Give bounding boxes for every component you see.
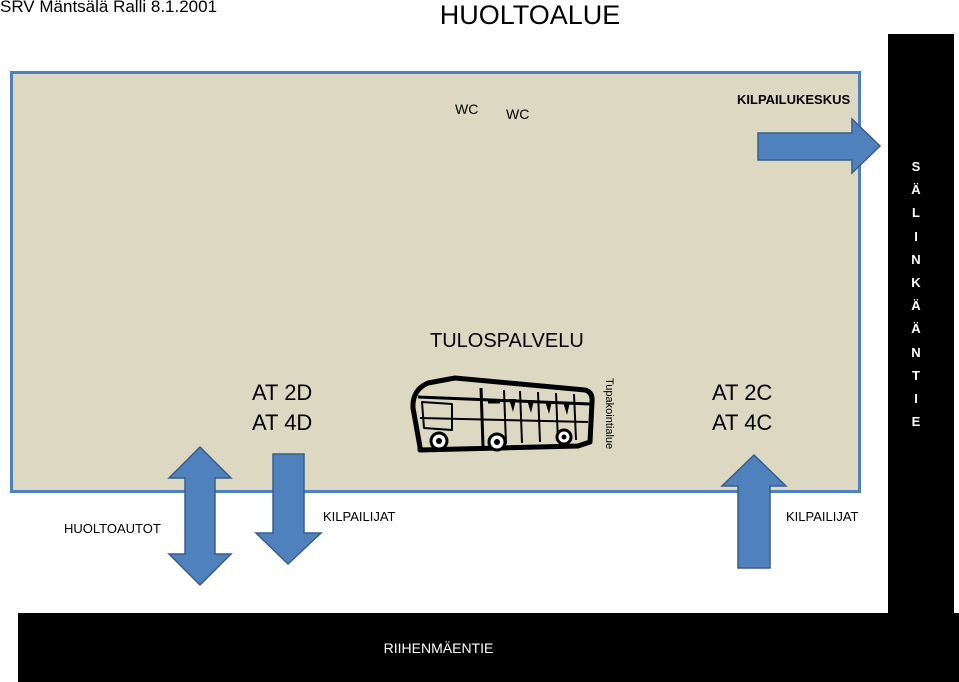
huoltoautot-label: HUOLTOAUTOT	[64, 521, 161, 536]
road-letter: Ä	[911, 182, 921, 198]
service-group-label: AT 2D	[252, 380, 313, 405]
service-group-left: AT 2D AT 4D	[252, 378, 312, 438]
service-area	[10, 71, 861, 493]
road-letter: I	[914, 391, 918, 407]
tulospalvelu-label: TULOSPALVELU	[430, 330, 584, 352]
road-letter: Ä	[911, 321, 921, 337]
road-letter: L	[912, 205, 920, 221]
kilpailijat-label: KILPAILIJAT	[323, 509, 396, 524]
arrow-down-icon	[254, 453, 323, 566]
road-riihenmaentie-label: RIIHENMÄENTIE	[383, 640, 494, 656]
road-salinkaantie	[888, 34, 954, 624]
arrow-right-icon	[757, 117, 882, 175]
kilpailijat-label: KILPAILIJAT	[786, 509, 859, 524]
arrow-updown-icon	[167, 445, 233, 587]
road-letter: N	[911, 251, 921, 267]
service-group-label: AT 4D	[252, 410, 313, 435]
service-group-right: AT 2C AT 4C	[712, 378, 772, 438]
service-group-label: AT 2C	[712, 380, 773, 405]
road-riihenmaentie	[18, 613, 959, 682]
road-salinkaantie-label: S Ä L I N K Ä Ä N T I E	[888, 155, 944, 433]
service-group-label: AT 4C	[712, 410, 773, 435]
bus-icon	[410, 375, 595, 453]
kilpailukeskus-label: KILPAILUKESKUS	[737, 92, 851, 107]
wc-label: WC	[455, 101, 479, 117]
main-title: HUOLTOALUE	[439, 0, 621, 30]
road-letter: N	[911, 344, 921, 360]
wc-label: WC	[506, 106, 530, 122]
road-letter: S	[911, 159, 921, 174]
road-letter: E	[911, 414, 921, 430]
road-letter: K	[911, 275, 921, 291]
event-title: SRV Mäntsälä Ralli 8.1.2001	[0, 0, 218, 16]
road-letter: I	[914, 228, 918, 244]
road-letter: T	[912, 367, 920, 383]
road-letter: Ä	[911, 298, 921, 314]
arrow-up-icon	[720, 453, 788, 569]
